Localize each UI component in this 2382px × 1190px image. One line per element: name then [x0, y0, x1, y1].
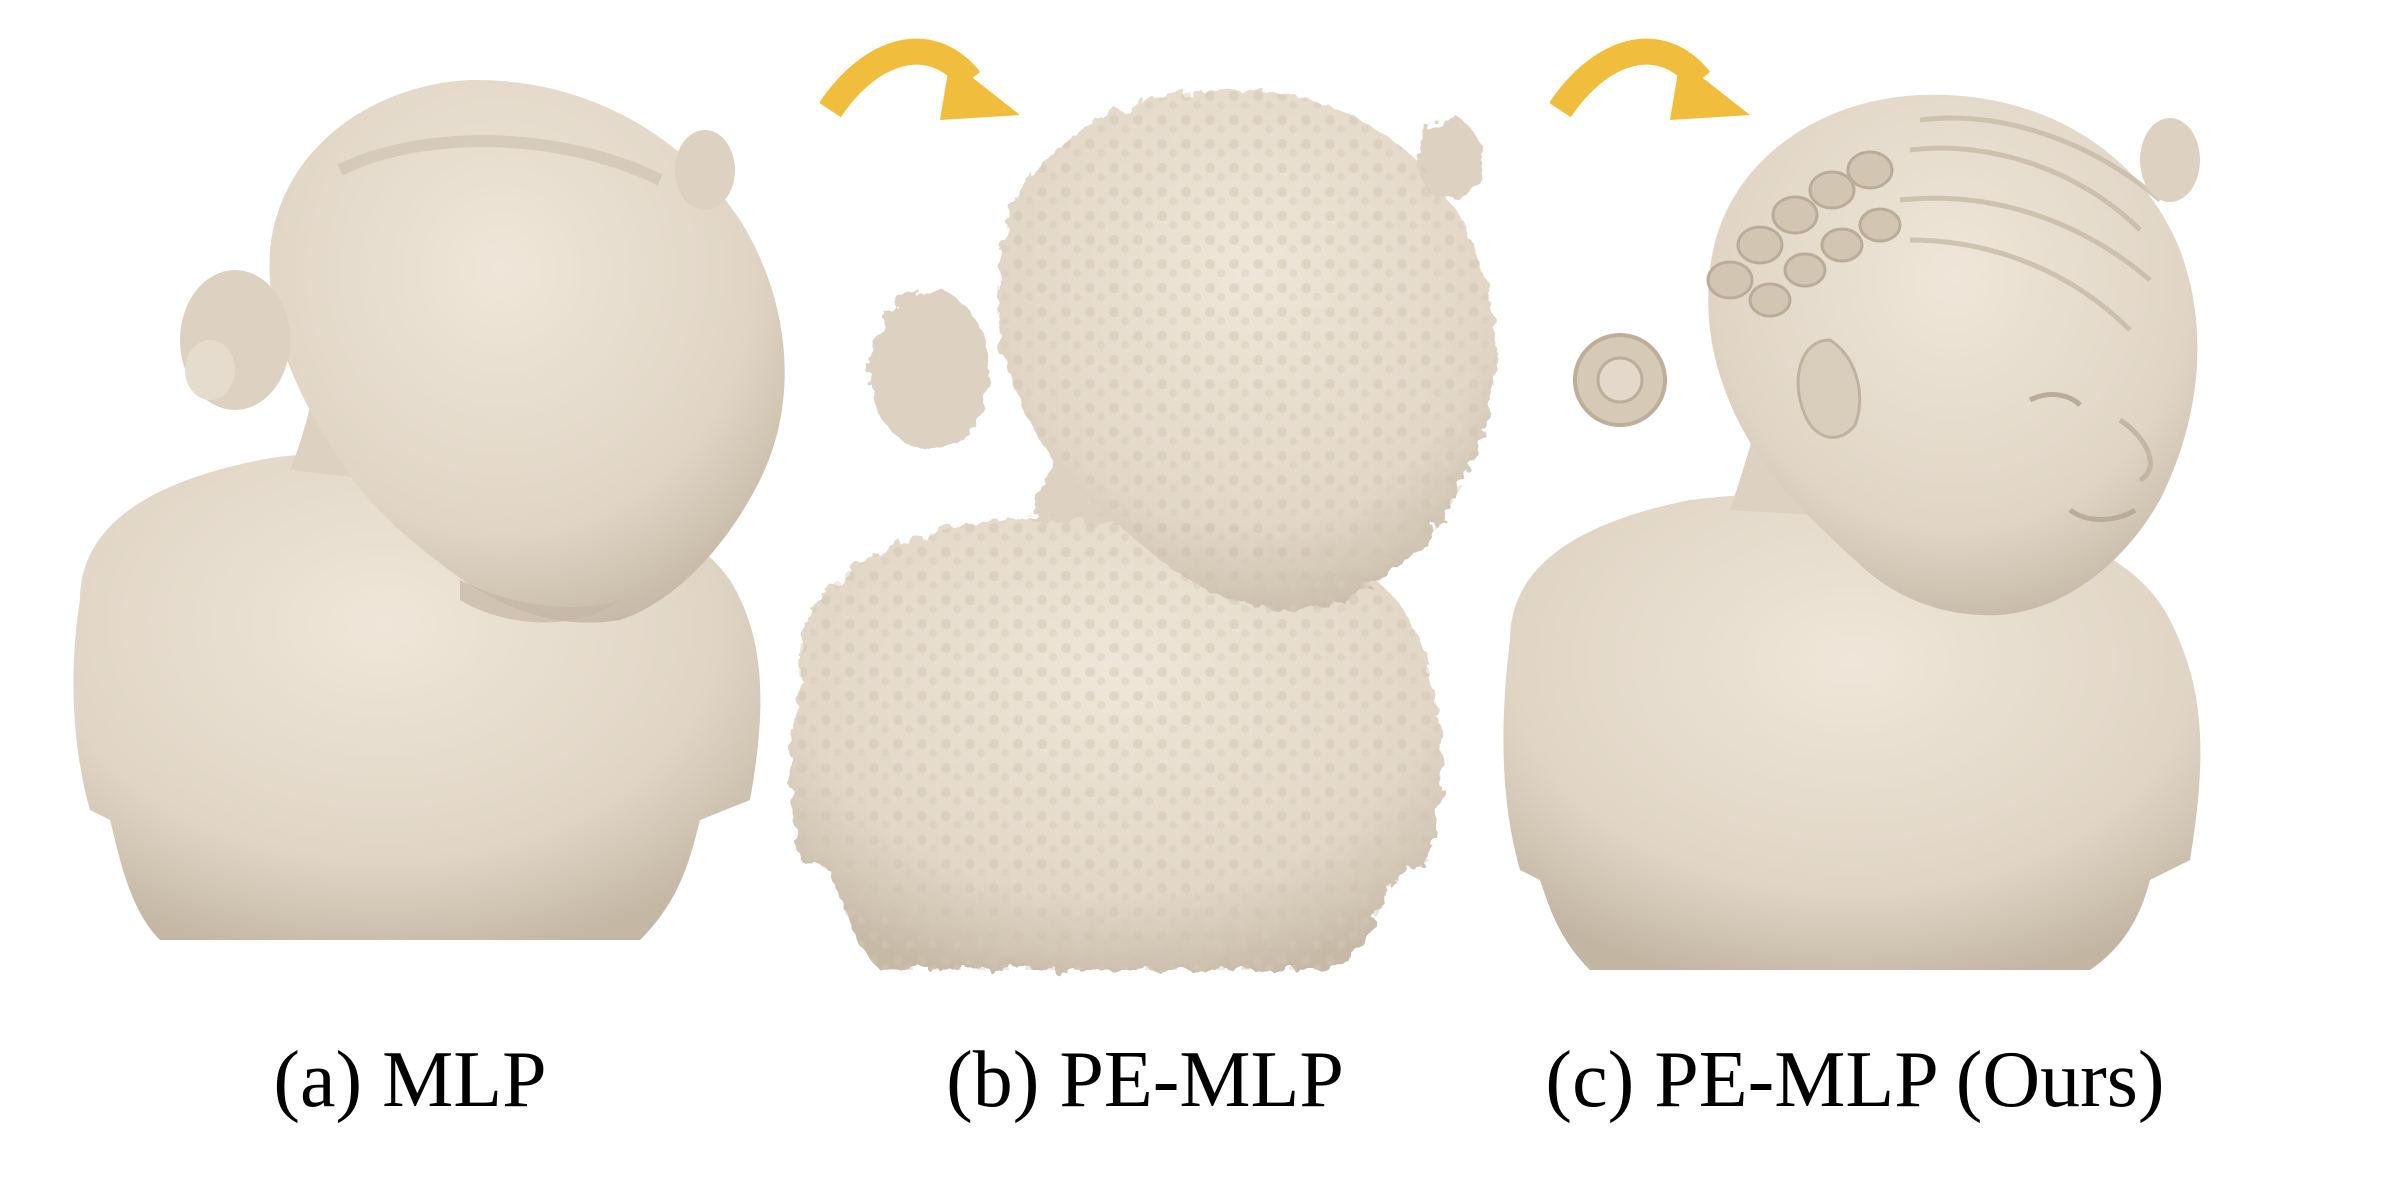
caption-pe-mlp: (b) PE-MLP: [946, 1036, 1344, 1124]
transition-arrow-icon: [820, 20, 1040, 140]
bust-render-mlp: [40, 40, 800, 1000]
caption-mlp: (a) MLP: [273, 1036, 547, 1124]
caption-pe-mlp-ours: (c) PE-MLP (Ours): [1545, 1036, 2165, 1124]
bust-render-pe-mlp: [770, 40, 1530, 1000]
transition-arrow-icon: [1550, 20, 1770, 140]
bust-render-pe-mlp-ours: [1470, 40, 2230, 1000]
